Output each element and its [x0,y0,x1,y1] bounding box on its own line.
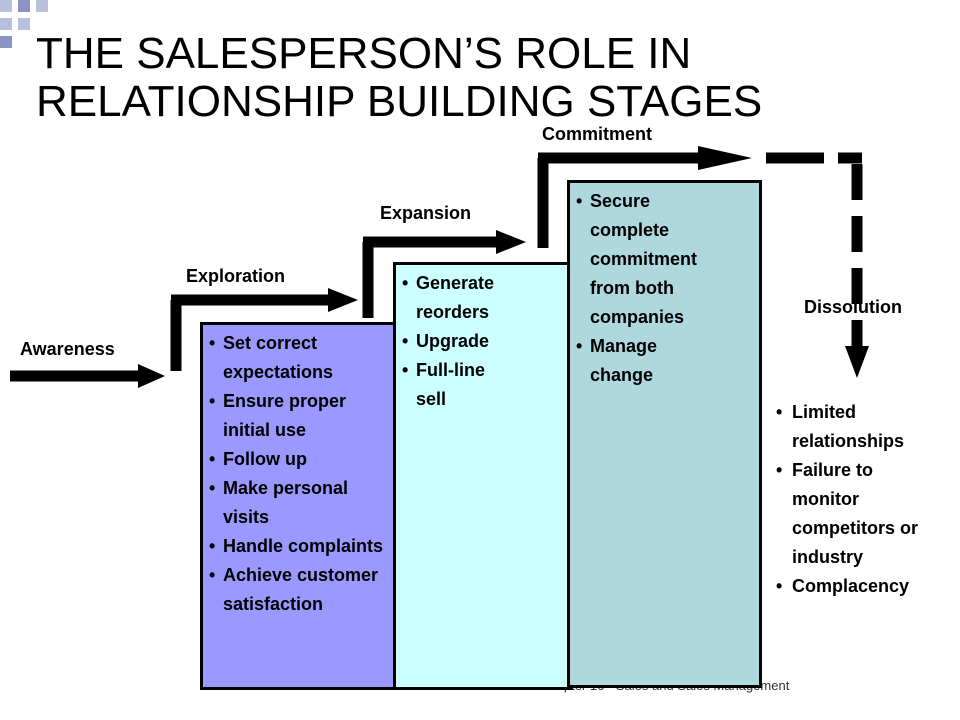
list-item: Achieve customer satisfaction [205,561,394,619]
list-item: Follow up [205,445,394,474]
dissolution-arrowhead [845,346,869,378]
list-item: Generate reorders [398,269,568,327]
commitment-box: Secure complete commitment from both com… [567,180,762,688]
commitment-arrowhead [698,146,752,170]
commitment-list: Secure complete commitment from both com… [572,187,747,390]
list-item: Failure to monitor competitors or indust… [770,456,950,572]
expansion-list: Generate reorders Upgrade Full-line sell [398,269,568,414]
list-item: Complacency [770,572,950,601]
list-item: Set correct expectations [205,329,394,387]
list-item: Manage change [572,332,747,390]
stage-label-dissolution: Dissolution [804,297,902,317]
stage-label-exploration: Exploration [186,266,286,286]
dissolution-list: Limited relationships Failure to monitor… [770,398,950,601]
corner-decoration [0,0,12,12]
expansion-arrowhead [496,230,526,254]
corner-decoration [18,0,30,12]
exploration-arrowhead [328,288,358,312]
list-item: Ensure proper initial use [205,387,394,445]
list-item: Make personal visits [205,474,394,532]
exploration-list: Set correct expectations Ensure proper i… [205,329,394,619]
list-item: Upgrade [398,327,568,356]
title-line-1: THE SALESPERSON’S ROLE IN [36,29,692,78]
expansion-box: Generate reorders Upgrade Full-line sell [393,262,573,690]
corner-decoration [36,0,48,12]
stage-label-expansion: Expansion [380,203,472,223]
list-item: Full-line sell [398,356,568,414]
exploration-box: Set correct expectations Ensure proper i… [200,322,397,690]
title-line-2: RELATIONSHIP BUILDING STAGES [36,77,763,126]
slide-title: THE SALESPERSON’S ROLE IN RELATIONSHIP B… [36,30,762,126]
list-item: Limited relationships [770,398,950,456]
corner-decoration [18,18,30,30]
list-item: Secure complete commitment from both com… [572,187,747,332]
corner-decoration [0,18,12,30]
stage-label-commitment: Commitment [542,124,653,144]
corner-decoration [0,36,12,48]
awareness-arrowhead [138,364,165,388]
stage-label-awareness: Awareness [20,339,115,359]
list-item: Handle complaints [205,532,394,561]
